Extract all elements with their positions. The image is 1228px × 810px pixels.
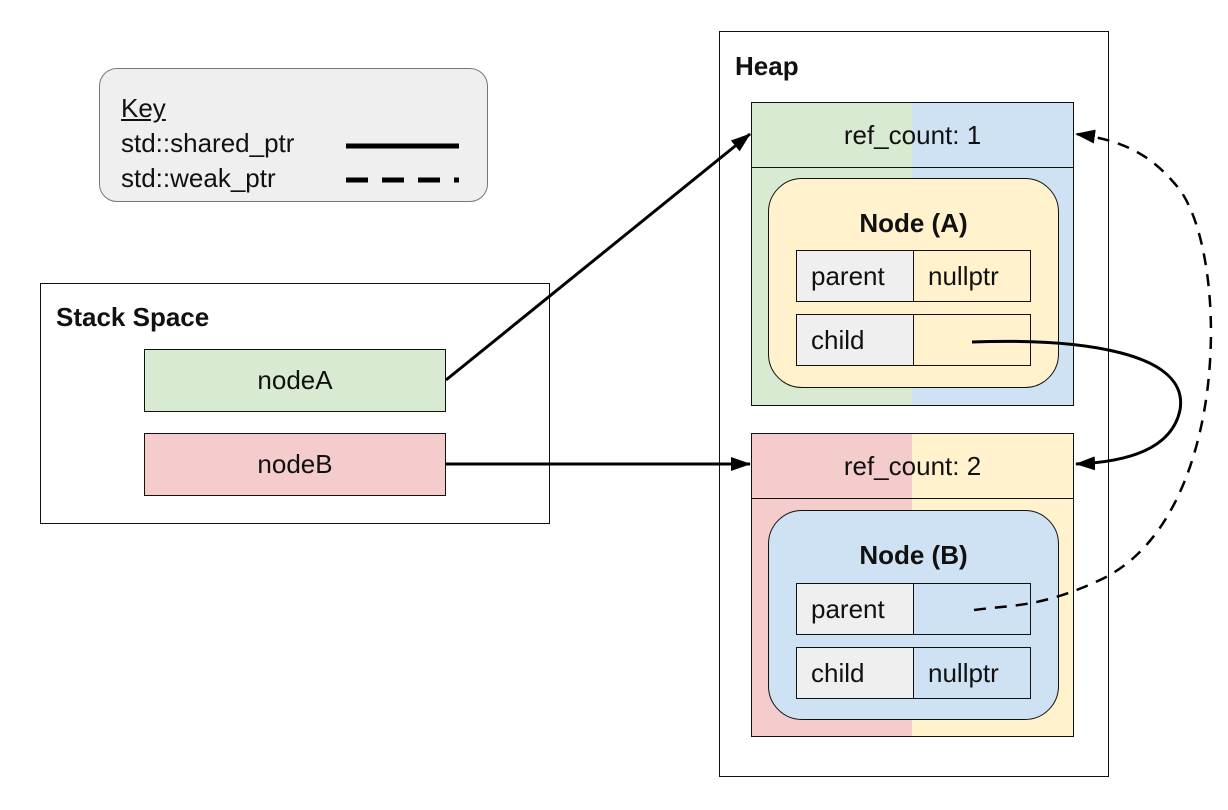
field-name: parent — [797, 584, 914, 634]
field-name: child — [797, 315, 914, 365]
node-b-title: Node (B) — [859, 540, 968, 570]
arrow-a-child-to-block-b — [971, 339, 1183, 471]
stack-variable-node-b: nodeB — [144, 433, 446, 496]
node-b-child-field: child nullptr — [796, 647, 1031, 699]
node-a-parent-field: parent nullptr — [796, 250, 1031, 302]
field-name: parent — [797, 251, 914, 301]
ref-count-a: ref_count: 1 — [752, 103, 1073, 168]
arrow-node-a-to-heap-a — [445, 132, 751, 382]
heap-title: Heap — [735, 51, 799, 81]
stack-variable-node-a: nodeA — [144, 349, 446, 412]
node-a-child-field: child — [796, 314, 1031, 366]
node-b-parent-field: parent — [796, 583, 1031, 635]
field-name: child — [797, 648, 914, 698]
field-value: nullptr — [928, 657, 999, 688]
legend-shared-ptr-label: std::shared_ptr — [121, 128, 295, 158]
node-a-title: Node (A) — [859, 208, 968, 238]
ref-count-b: ref_count: 2 — [752, 434, 1073, 499]
arrow-b-parent-to-block-a — [973, 129, 1213, 612]
stack-space-title: Stack Space — [56, 302, 210, 332]
legend-weak-ptr-label: std::weak_ptr — [121, 163, 276, 193]
legend-title: Key — [121, 93, 166, 123]
field-value: nullptr — [928, 260, 999, 291]
